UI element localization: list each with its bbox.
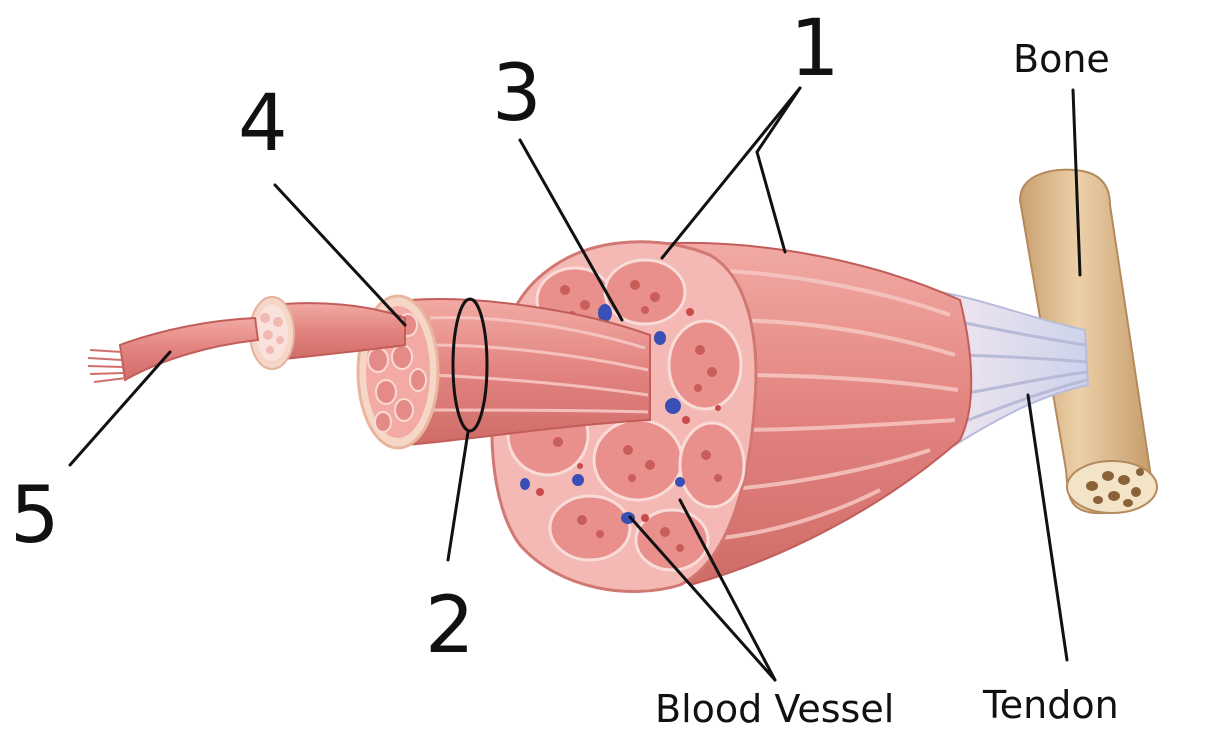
single-muscle-fiber bbox=[87, 316, 260, 383]
leader-lines bbox=[68, 86, 1082, 682]
label-number-4: 4 bbox=[238, 79, 288, 169]
label-number-2: 2 bbox=[425, 581, 475, 671]
label-number-3: 3 bbox=[492, 49, 542, 139]
label-number-1: 1 bbox=[790, 4, 840, 94]
label-tendon: Tendon bbox=[982, 683, 1119, 727]
diagram-labels: 1 2 3 4 5 Bone Tendon Blood Vessel bbox=[10, 4, 1119, 731]
label-number-5: 5 bbox=[10, 471, 60, 561]
label-blood-vessel: Blood Vessel bbox=[655, 687, 894, 731]
muscle-fiber-bundle bbox=[249, 296, 406, 370]
label-bone: Bone bbox=[1013, 37, 1110, 81]
